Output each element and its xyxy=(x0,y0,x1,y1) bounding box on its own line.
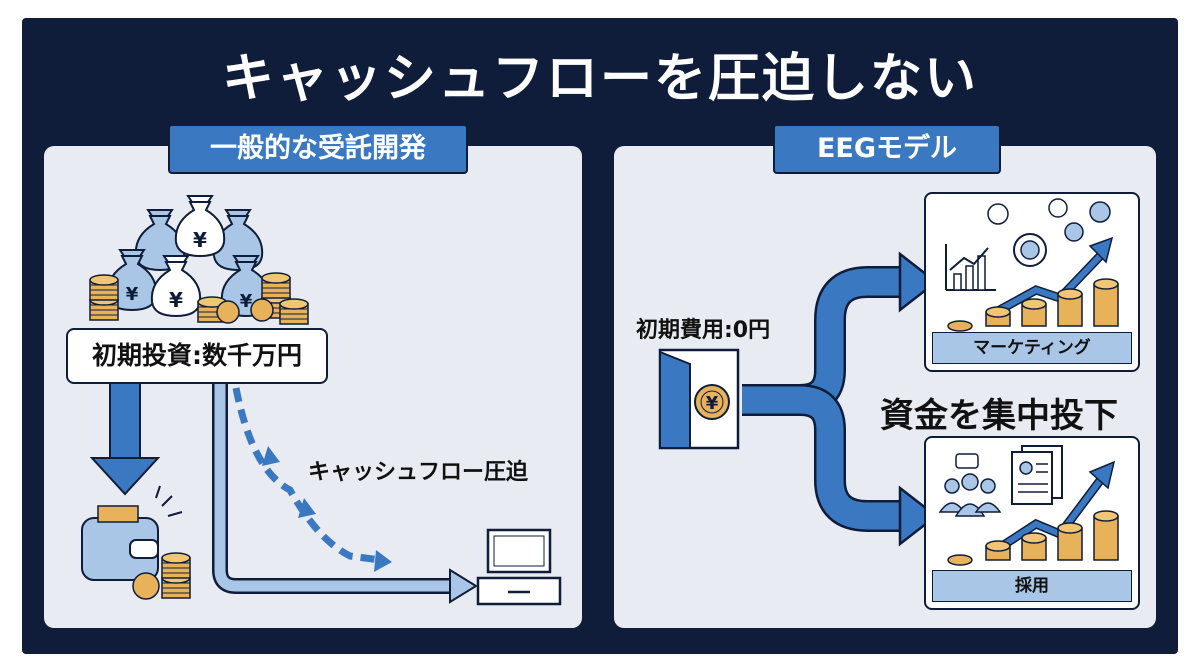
marketing-label: マーケティング xyxy=(932,332,1132,364)
branch-arrows-icon xyxy=(742,251,939,547)
hiring-growth-icon xyxy=(938,445,1119,566)
hiring-label: 採用 xyxy=(932,570,1132,602)
hiring-card: 採用 xyxy=(924,436,1140,610)
concentrated-investment-label: 資金を集中投下 xyxy=(880,396,1118,436)
laptop-icon xyxy=(476,528,562,606)
marketing-growth-icon xyxy=(945,198,1119,332)
marketing-card: マーケティング xyxy=(924,192,1140,372)
page-title: キャッシュフローを圧迫しない xyxy=(221,49,978,109)
arrow-to-laptop-icon xyxy=(212,382,478,604)
eeg-model-tag: EEGモデル xyxy=(773,124,1001,174)
initial-investment-label: 初期投資:数千万円 xyxy=(66,328,328,384)
door-icon xyxy=(658,348,740,450)
money-bag-pile-icon xyxy=(89,195,309,325)
dashed-arrow-icon xyxy=(232,387,392,572)
wallet-icon xyxy=(81,485,191,600)
cashflow-pressure-label: キャッシュフロー圧迫 xyxy=(308,460,529,485)
initial-cost-label: 初期費用:0円 xyxy=(636,318,771,343)
arrow-down-icon xyxy=(89,381,161,496)
conventional-tag: 一般的な受託開発 xyxy=(168,124,468,174)
